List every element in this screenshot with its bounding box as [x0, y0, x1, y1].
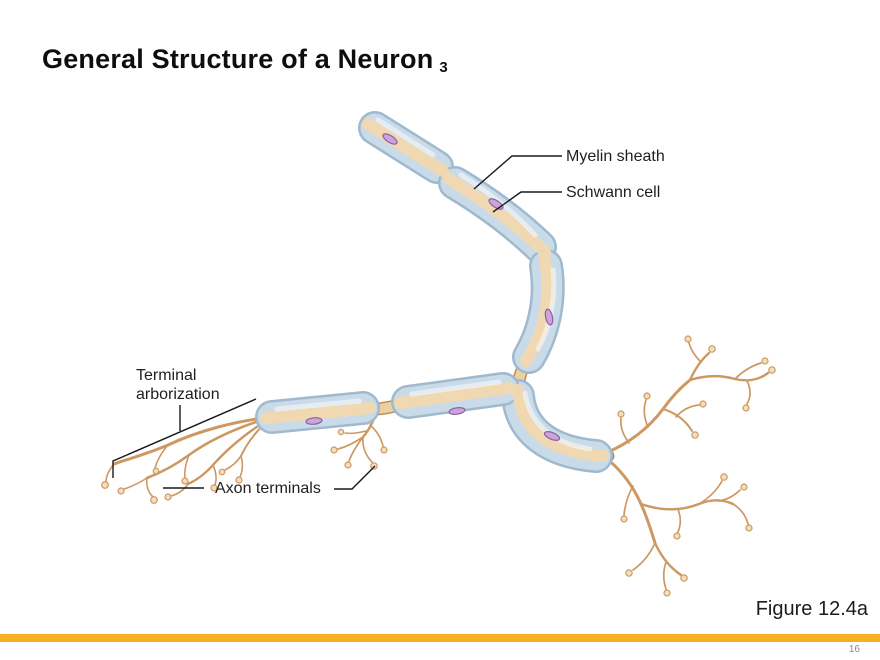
axon-terminal-fan-lower [604, 456, 753, 597]
axon-terminal-fan-upper [606, 335, 776, 454]
myelin-sheath-leader-line [473, 155, 562, 190]
terminal-arborization-bracket [112, 398, 257, 478]
page-title: General Structure of a Neuron 3 [42, 44, 448, 76]
terminal-arborization-branches [101, 415, 274, 504]
schwann-nucleus [382, 133, 398, 145]
schwann-nucleus [448, 407, 466, 415]
accent-bar [0, 634, 880, 642]
schwann-nucleus [544, 308, 554, 326]
axon-terminals-leader-right [334, 465, 376, 490]
label-terminal-arborization: Terminal arborization [136, 367, 220, 403]
title-index-number: 3 [439, 59, 448, 76]
page-number: 16 [848, 644, 860, 655]
schwann-cell-leader-line [492, 191, 562, 213]
title-text: General Structure of a Neuron [42, 44, 434, 74]
label-myelin-sheath: Myelin sheath [566, 148, 665, 165]
label-schwann-cell: Schwann cell [566, 184, 661, 201]
figure-caption: Figure 12.4a [755, 598, 868, 620]
myelin-sheath-segments [255, 111, 613, 473]
schwann-nucleus [305, 417, 323, 425]
label-axon-terminals: Axon terminals [215, 480, 321, 497]
schwann-nucleus [543, 431, 561, 441]
axon-collateral-terminals [330, 408, 388, 470]
leader-lines [112, 155, 562, 490]
